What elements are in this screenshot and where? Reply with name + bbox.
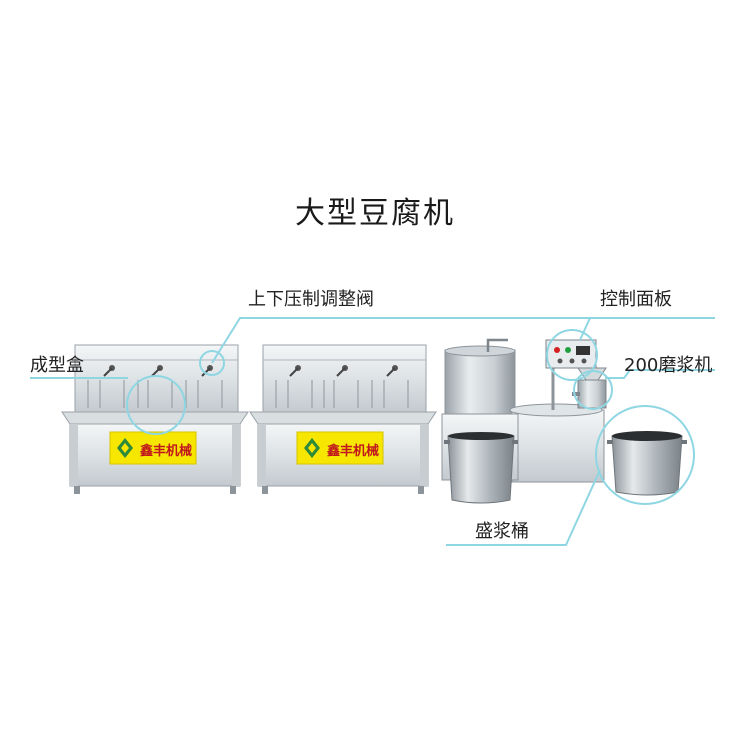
indicator-light-icon (554, 347, 560, 353)
callout-line-slurry-bucket (446, 469, 601, 546)
tofu-press-right (249, 344, 437, 494)
callouts (30, 317, 715, 546)
brand-label-left: 鑫丰机械 (140, 444, 193, 459)
callout-circle-forming-box (126, 375, 186, 435)
press-arm (103, 365, 213, 377)
press-arm (289, 365, 398, 377)
brand-banner (109, 431, 197, 465)
label-pressure-valve: 上下压制调整阀 (248, 289, 374, 310)
label-control-panel: 控制面板 (600, 289, 672, 310)
callout-line-control-panel (579, 317, 591, 341)
label-forming-box: 成型盒 (30, 355, 84, 376)
indicator-light-icon (565, 347, 571, 353)
label-slurry-bucket: 盛浆桶 (475, 521, 529, 542)
tofu-press-left (61, 344, 249, 494)
brand-label-right: 鑫丰机械 (327, 444, 380, 459)
callout-circle-grinder (573, 370, 613, 410)
callout-circle-pressure-valve (199, 350, 225, 376)
brand-logo-icon (304, 438, 320, 458)
brand-logo-icon (117, 438, 133, 458)
page-title: 大型豆腐机 (295, 196, 455, 231)
label-grinder: 200磨浆机 (624, 355, 713, 376)
display-icon (576, 346, 590, 355)
callout-line-grinder (605, 369, 715, 379)
callout-circle-slurry-bucket (595, 405, 695, 505)
callout-line-pressure-valve (211, 317, 715, 364)
slurry-bucket-small (444, 432, 518, 504)
callout-circle-control-panel (546, 329, 598, 381)
slurry-bucket-large (607, 431, 687, 496)
